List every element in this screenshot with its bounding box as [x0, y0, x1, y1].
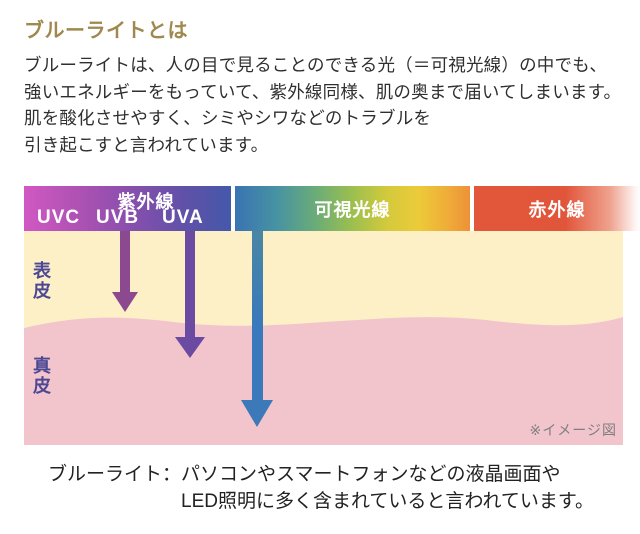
blue-light-arrow	[241, 231, 273, 427]
light-penetration-diagram: 紫外線 UVC UVB UVA 可視光線 赤外線 表皮 真皮	[24, 186, 640, 445]
infrared-label: 赤外線	[528, 199, 586, 220]
blue-light-arrow-shaft	[251, 231, 263, 400]
uv-label: 紫外線	[117, 192, 175, 212]
caption-text: パソコンやスマートフォンなどの液晶画面や LED照明に多く含まれていると言われて…	[181, 464, 594, 512]
intro-paragraph: ブルーライトは、人の目で見ることのできる光（＝可視光線）の中でも、 強いエネルギ…	[24, 55, 622, 155]
uvb-arrow-shaft	[120, 231, 130, 292]
spectrum-bar: 紫外線 UVC UVB UVA 可視光線 赤外線	[24, 186, 640, 231]
uva-arrow	[175, 231, 205, 358]
bluelight-caption: ブルーライト： パソコンやスマートフォンなどの液晶画面や LED照明に多く含まれ…	[48, 461, 594, 515]
uva-arrow-shaft	[185, 231, 195, 337]
uv-segment: 紫外線 UVC UVB UVA	[24, 186, 231, 231]
uvc-label: UVC	[37, 207, 81, 228]
image-note: ※イメージ図	[529, 422, 617, 438]
visible-light-label: 可視光線	[314, 199, 391, 220]
blue-light-arrowhead-icon	[241, 400, 273, 427]
uvb-label: UVB	[96, 207, 140, 228]
dermis-wave-shape	[24, 317, 623, 445]
uvb-arrow	[112, 231, 138, 312]
page-title: ブルーライトとは	[24, 20, 188, 42]
skin-cross-section: 表皮 真皮 ※イメージ図	[24, 231, 623, 445]
uva-arrowhead-icon	[175, 337, 205, 358]
caption-term: ブルーライト：	[48, 464, 182, 485]
uva-label: UVA	[162, 207, 204, 228]
uvb-arrowhead-icon	[112, 292, 138, 312]
visible-light-segment: 可視光線	[235, 186, 470, 231]
dermis-label: 真皮	[31, 356, 51, 396]
epidermis-label: 表皮	[31, 261, 51, 301]
infrared-segment: 赤外線	[474, 186, 640, 231]
